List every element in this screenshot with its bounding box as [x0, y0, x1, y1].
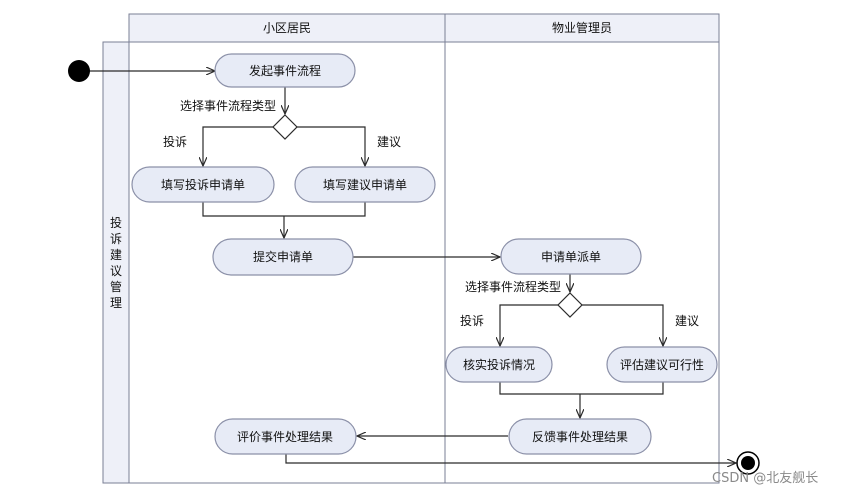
activity-label: 填写建议申请单: [323, 178, 407, 192]
side-label-char: 诉: [110, 232, 122, 246]
activity-label: 评估建议可行性: [620, 358, 704, 372]
activity-rate-result: 评价事件处理结果: [214, 418, 357, 455]
edge-decision-2-suggestion: [582, 304, 663, 346]
guard-complaint-2: 投诉: [460, 313, 484, 328]
side-label-char: 投: [110, 215, 122, 230]
activity-fill-suggestion: 填写建议申请单: [294, 166, 436, 203]
activity-fill-complaint: 填写投诉申请单: [131, 166, 275, 203]
activity-submit: 提交申请单: [212, 238, 354, 276]
lane-title-manager: 物业管理员: [552, 20, 612, 35]
guard-suggestion-2: 建议: [675, 314, 699, 328]
activity-label: 核实投诉情况: [463, 357, 535, 372]
edge-merge-1: [202, 202, 366, 238]
edge-rate-to-end: [285, 453, 736, 463]
decision-node-1: [272, 114, 298, 140]
guard-suggestion-1: 建议: [377, 135, 401, 149]
activity-start-flow: 发起事件流程: [214, 53, 356, 88]
activity-label: 申请单派单: [541, 250, 601, 264]
decision-label-2: 选择事件流程类型: [465, 279, 561, 294]
activity-evaluate-suggestion: 评估建议可行性: [606, 346, 718, 383]
activity-feedback: 反馈事件处理结果: [508, 418, 652, 455]
lane-title-resident: 小区居民: [263, 21, 311, 35]
initial-node: [68, 60, 90, 82]
guard-complaint-1: 投诉: [163, 134, 187, 149]
final-node-core: [741, 456, 755, 470]
activity-label: 发起事件流程: [249, 63, 321, 78]
activity-label: 填写投诉申请单: [161, 177, 245, 192]
decision-label-1: 选择事件流程类型: [180, 98, 276, 113]
side-label-char: 理: [110, 296, 122, 310]
side-label-char: 管: [110, 279, 122, 294]
decision-node-2: [557, 292, 583, 318]
edge-decision-2-complaint: [500, 304, 558, 346]
activity-verify-complaint: 核实投诉情况: [445, 346, 553, 383]
side-label-char: 议: [110, 264, 122, 278]
activity-label: 评价事件处理结果: [237, 430, 333, 444]
watermark: CSDN @北友舰长: [712, 470, 818, 486]
activity-dispatch: 申请单派单: [500, 238, 642, 275]
activity-label: 提交申请单: [253, 249, 313, 264]
edge-decision-1-complaint: [203, 126, 273, 166]
side-band: [102, 41, 130, 484]
activity-label: 反馈事件处理结果: [532, 430, 628, 444]
edge-decision-1-suggestion: [297, 126, 365, 166]
edges: [79, 71, 736, 463]
edge-merge-2: [499, 382, 664, 418]
side-label-char: 建: [110, 248, 122, 262]
lane-header-manager: [444, 13, 720, 43]
